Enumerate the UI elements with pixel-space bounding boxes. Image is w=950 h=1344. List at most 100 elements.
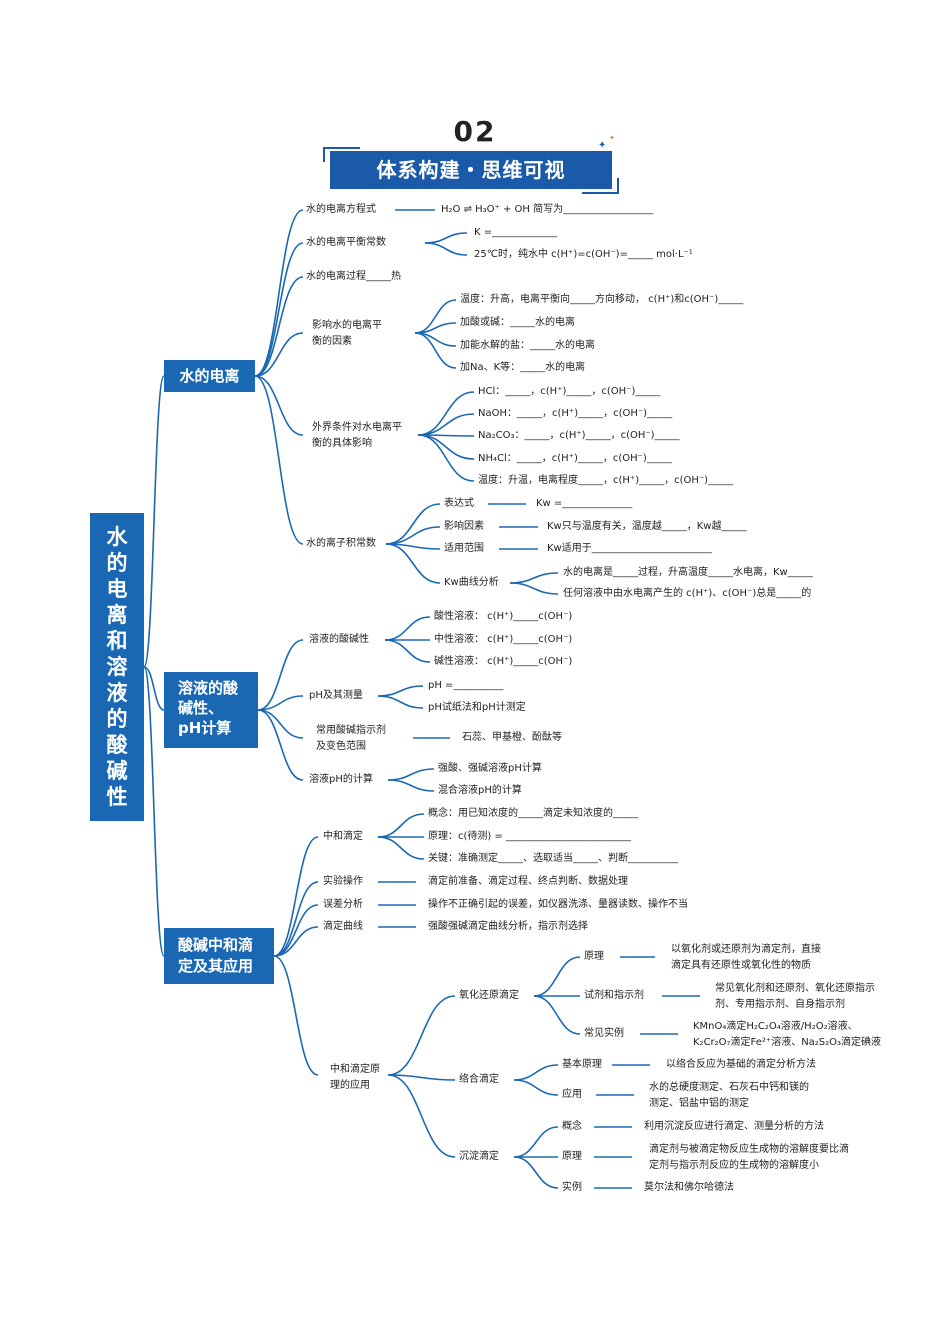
node-error: 误差分析 xyxy=(323,899,363,910)
branch-connector xyxy=(273,926,319,957)
node-redox-example: 常见实例 xyxy=(584,1028,624,1039)
branch-solution-acidity: 溶液的酸 碱性、 pH计算 xyxy=(164,672,258,748)
node-ext-5: 温度：升温，电离程度_____，c(H⁺)_____，c(OH⁻)_____ xyxy=(478,475,734,486)
node-precip-concept-value: 利用沉淀反应进行滴定、测量分析的方法 xyxy=(644,1121,824,1132)
connector xyxy=(417,413,475,436)
node-ext-1: HCl：_____，c(H⁺)_____，c(OH⁻)_____ xyxy=(478,386,661,397)
node-factor-2: 加酸或碱：_____水的电离 xyxy=(460,317,575,328)
section-number: 02 xyxy=(453,115,497,148)
node-ext-3: Na₂CO₃：_____，c(H⁺)_____，c(OH⁻)_____ xyxy=(478,430,680,441)
node-ph-calc: 溶液pH的计算 xyxy=(309,774,373,785)
node-ph: pH及其测量 xyxy=(309,690,363,701)
node-redox: 氧化还原滴定 xyxy=(459,990,519,1001)
connector xyxy=(513,1079,559,1096)
node-ph-1: pH =__________ xyxy=(428,680,504,691)
connector xyxy=(513,1156,559,1189)
node-ph-calc-2: 混合溶液pH的计算 xyxy=(438,785,522,796)
node-ext-2: NaOH：_____，c(H⁺)_____，c(OH⁻)_____ xyxy=(478,408,673,419)
node-precip-principle: 原理 xyxy=(562,1151,582,1162)
node-kw-expr-value: Kw =______________ xyxy=(536,498,633,509)
svg-text:✦: ✦ xyxy=(609,134,615,142)
node-complex: 络合滴定 xyxy=(459,1074,499,1085)
branch-water-ionization: 水的电离 xyxy=(164,360,255,392)
branch-connector xyxy=(254,375,304,545)
node-indicator: 常用酸碱指示剂及变色范围 xyxy=(316,725,386,752)
connector xyxy=(424,242,468,256)
connector xyxy=(509,572,559,584)
root-connector xyxy=(143,666,165,711)
connector xyxy=(414,332,457,369)
node-redox-principle: 原理 xyxy=(584,951,604,962)
branch-connector xyxy=(254,332,304,377)
node-curve-value: 强酸强碱滴定曲线分析，指示剂选择 xyxy=(428,921,588,932)
node-precip-principle-value: 滴定剂与被滴定物反应生成物的溶解度要比滴定剂与指示剂反应的生成物的溶解度小 xyxy=(649,1144,849,1171)
banner-frame: ✦ ✦ xyxy=(323,134,619,194)
node-ion-equation-value: H₂O ⇌ H₃O⁺ + OH 简写为__________________ xyxy=(441,204,654,215)
connector xyxy=(384,639,431,663)
node-complex-application: 应用 xyxy=(562,1089,582,1100)
node-redox-reagent-value: 常见氧化剂和还原剂、氧化还原指示剂、专用指示剂、自身指示剂 xyxy=(715,983,875,1010)
connector xyxy=(533,995,581,1035)
connector xyxy=(377,813,425,838)
node-ab-3: 碱性溶液： c(H⁺)_____c(OH⁻) xyxy=(434,656,573,667)
node-kw-range: 适用范围 xyxy=(444,543,484,554)
connector xyxy=(513,1126,559,1158)
node-neut-2: 原理：c(待测) = _________________________ xyxy=(428,831,632,842)
node-error-value: 操作不正确引起的误差，如仪器洗涤、量器读数、操作不当 xyxy=(428,899,688,910)
node-kw-factor: 影响因素 xyxy=(444,521,484,532)
connector xyxy=(417,434,475,482)
branch-titration: 酸碱中和滴 定及其应用 xyxy=(164,928,274,984)
connector xyxy=(387,1074,456,1081)
branch-connector xyxy=(254,242,304,377)
node-precip-concept: 概念 xyxy=(562,1121,582,1132)
branch-connector xyxy=(257,709,304,739)
branch-connector xyxy=(273,904,319,957)
node-acid-base: 溶液的酸碱性 xyxy=(309,634,369,645)
node-ab-2: 中性溶液： c(H⁺)_____c(OH⁻) xyxy=(434,634,573,645)
connector xyxy=(417,434,475,460)
branch-connector xyxy=(254,375,304,436)
node-kw-curve: Kw曲线分析 xyxy=(444,577,499,588)
node-ion-equation: 水的电离方程式 xyxy=(306,204,376,215)
section-banner: 体系构建・思维可视 xyxy=(330,151,612,189)
node-external: 外界条件对水电离平衡的具体影响 xyxy=(312,422,402,449)
node-experiment: 实验操作 xyxy=(323,876,363,887)
node-kw-expr: 表达式 xyxy=(444,498,474,509)
node-redox-reagent: 试剂和指示剂 xyxy=(584,990,644,1001)
connector xyxy=(385,503,441,545)
node-ph-2: pH试纸法和pH计测定 xyxy=(428,702,526,713)
node-complex-application-value: 水的总硬度测定、石灰石中钙和镁的测定、铝盐中铝的测定 xyxy=(649,1082,809,1109)
connector xyxy=(424,232,468,244)
branch-connector xyxy=(273,836,319,957)
root-topic: 水的电离和溶液的酸碱性 xyxy=(90,513,144,821)
connector xyxy=(377,695,424,709)
branch-connector xyxy=(273,955,319,1076)
node-factor-1: 温度：升高，电离平衡向_____方向移动， c(H⁺)和c(OH⁻)_____ xyxy=(460,294,744,305)
node-k-constant: 水的电离平衡常数 xyxy=(306,237,386,248)
node-application: 中和滴定原理的应用 xyxy=(330,1064,380,1091)
node-curve: 滴定曲线 xyxy=(323,921,363,932)
root-connector xyxy=(143,666,165,957)
connector xyxy=(387,779,435,792)
node-neut-3: 关键：准确测定_____、选取适当_____、判断__________ xyxy=(428,853,678,864)
node-precipitation: 沉淀滴定 xyxy=(459,1151,499,1162)
connector xyxy=(387,768,435,781)
node-kw-factor-value: Kw只与温度有关，温度越_____，Kw越_____ xyxy=(547,521,747,532)
branch-connector xyxy=(257,709,304,781)
connector xyxy=(417,391,475,436)
branch-connector xyxy=(257,639,304,711)
connector xyxy=(385,526,441,545)
node-factor-4: 加Na、K等：_____水的电离 xyxy=(460,362,586,373)
connector xyxy=(377,836,425,860)
connector xyxy=(385,543,441,584)
node-redox-example-value: KMnO₄滴定H₂C₂O₄溶液/H₂O₂溶液、K₂Cr₂O₇滴定Fe²⁺溶液、N… xyxy=(693,1021,882,1048)
node-redox-principle-value: 以氧化剂或还原剂为滴定剂，直接滴定具有还原性或氧化性的物质 xyxy=(671,944,821,971)
node-precip-example-value: 莫尔法和佛尔哈德法 xyxy=(644,1182,734,1193)
connector xyxy=(513,1064,559,1081)
node-k-value-1: K =_____________ xyxy=(474,227,558,238)
node-ab-1: 酸性溶液： c(H⁺)_____c(OH⁻) xyxy=(434,611,573,622)
node-factor-3: 加能水解的盐：_____水的电离 xyxy=(460,340,595,351)
node-kw-curve-1: 水的电离是_____过程，升高温度_____水电离，Kw_____ xyxy=(563,567,813,578)
node-neut-1: 概念：用已知浓度的_____滴定未知浓度的_____ xyxy=(428,808,638,819)
connector xyxy=(384,616,431,641)
